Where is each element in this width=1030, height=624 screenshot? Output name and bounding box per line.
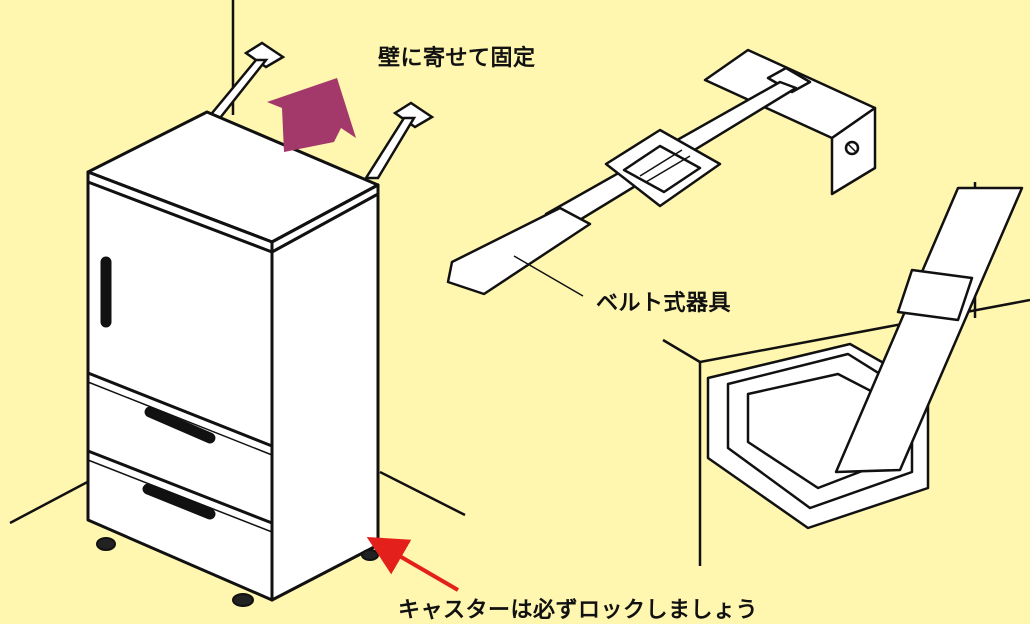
belt-label-leader: [513, 255, 584, 297]
wall-strap-right: [363, 101, 435, 180]
wall-strap-left: [205, 41, 286, 120]
belt-fixture-bracket: [703, 48, 877, 196]
storage-cabinet: [86, 110, 380, 602]
cabinet-handles: [100, 256, 216, 520]
belt-strap: [446, 80, 798, 296]
caster-lock-label: キャスターは必ずロックしましょう: [398, 598, 759, 623]
caster-pointer-arrow: [366, 536, 460, 592]
wall-fix-label: 壁に寄せて固定: [378, 46, 536, 71]
push-to-wall-arrow: [267, 78, 356, 152]
belt-fixture-label: ベルト式器具: [596, 291, 732, 316]
wall-anchor-detail: [662, 182, 1030, 566]
